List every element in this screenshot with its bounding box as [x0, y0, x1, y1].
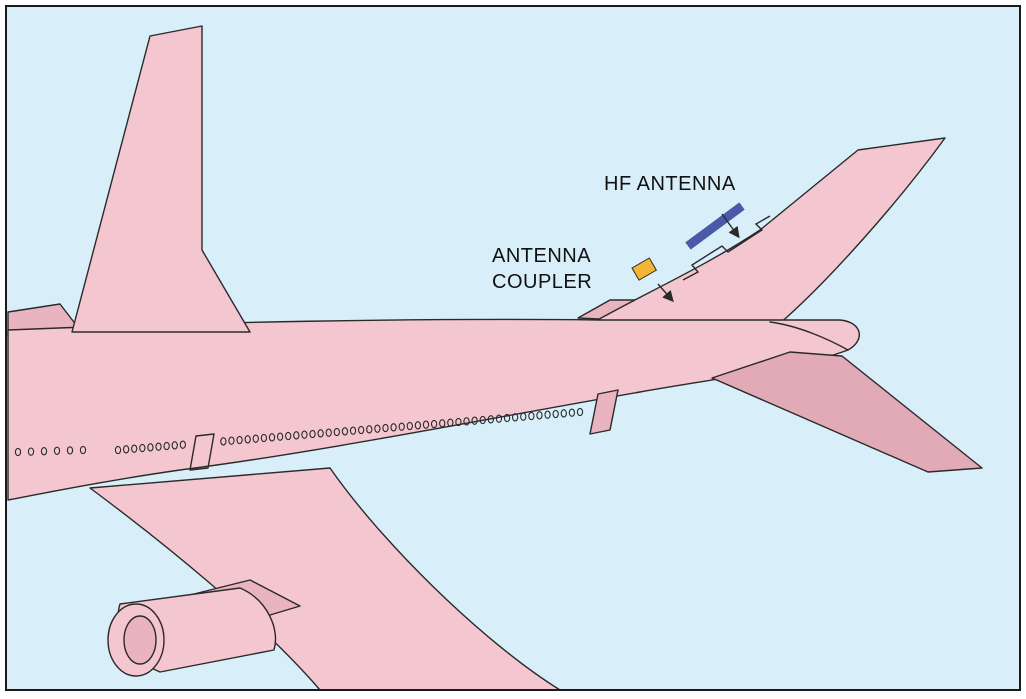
- antenna-coupler-label-line2: COUPLER: [492, 271, 592, 293]
- window: [382, 423, 389, 433]
- window: [163, 441, 170, 451]
- window: [122, 445, 130, 454]
- window: [27, 447, 35, 456]
- aft-door: [589, 389, 619, 435]
- window: [520, 412, 527, 421]
- window: [536, 411, 543, 420]
- window: [358, 425, 365, 435]
- window: [568, 408, 576, 417]
- window: [495, 414, 503, 423]
- window: [236, 435, 243, 445]
- window: [439, 419, 446, 428]
- window: [293, 431, 300, 440]
- window: [66, 446, 74, 455]
- window: [155, 442, 162, 451]
- tail-cone-line: [769, 321, 849, 351]
- window: [53, 446, 61, 455]
- window: [285, 431, 292, 441]
- window: [447, 418, 454, 427]
- hf-antenna-label: HF ANTENNA: [604, 173, 736, 195]
- window: [228, 436, 235, 445]
- window: [398, 422, 405, 431]
- window: [301, 430, 308, 439]
- window: [422, 420, 430, 429]
- hf-antenna-icon: [685, 202, 745, 250]
- window: [430, 419, 438, 429]
- window: [479, 415, 486, 425]
- window: [374, 424, 381, 433]
- window: [544, 410, 551, 419]
- window: [471, 416, 478, 425]
- window: [528, 411, 535, 421]
- window: [147, 443, 154, 452]
- hf-antenna-bracket: [682, 215, 771, 281]
- window: [276, 432, 284, 441]
- window: [220, 437, 227, 446]
- window: [487, 415, 494, 424]
- forward-door: [189, 433, 215, 471]
- antenna-coupler-icon: [631, 257, 658, 281]
- engine-intake-inner: [123, 615, 157, 665]
- window: [14, 447, 22, 457]
- window: [131, 444, 138, 453]
- window: [503, 413, 511, 423]
- window: [560, 409, 567, 418]
- window: [268, 433, 276, 442]
- vertical-stabilizer: [579, 137, 946, 331]
- near-horizontal-stabilizer: [711, 351, 983, 473]
- window: [406, 421, 413, 431]
- window: [309, 429, 316, 439]
- window: [455, 417, 462, 427]
- forward-fin: [71, 25, 251, 333]
- window: [244, 435, 251, 444]
- antenna-coupler-arrow: [657, 283, 674, 303]
- window: [179, 440, 186, 449]
- window: [114, 445, 122, 455]
- window: [79, 445, 87, 455]
- window: [463, 417, 470, 426]
- window: [317, 429, 324, 438]
- window: [349, 426, 357, 435]
- window: [390, 423, 397, 432]
- window: [341, 427, 349, 436]
- antenna-coupler-label-line1: ANTENNA: [492, 245, 591, 267]
- diagram-frame: [5, 5, 1021, 691]
- window: [512, 413, 519, 422]
- window: [40, 447, 48, 456]
- window: [366, 425, 373, 434]
- window: [260, 433, 268, 443]
- window: [325, 428, 332, 437]
- window: [139, 443, 146, 453]
- window: [414, 421, 422, 430]
- window: [576, 407, 584, 417]
- window: [171, 441, 178, 450]
- window: [252, 434, 259, 443]
- window: [333, 427, 340, 437]
- window: [552, 409, 559, 419]
- hf-antenna-arrow: [721, 213, 740, 239]
- window-row: [14, 407, 584, 457]
